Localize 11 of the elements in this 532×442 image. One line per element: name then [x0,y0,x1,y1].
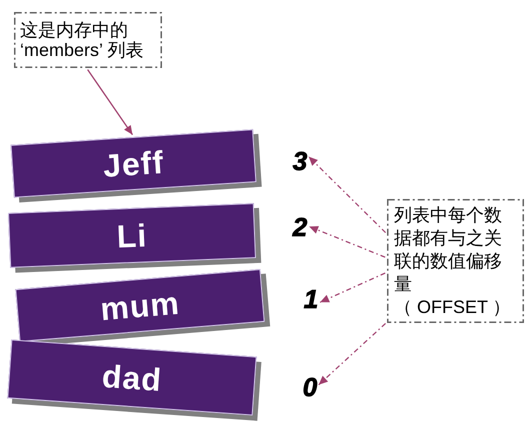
note-box: 这是内存中的 ‘members’ 列表 [14,12,162,68]
note-box: 列表中每个数据都有与之关联的数值偏移量（ OFFSET ） [387,199,524,323]
arrow [87,69,134,136]
offset-number: 3 [292,148,308,174]
arrow [308,226,386,258]
offset-number: 1 [304,286,318,312]
arrow [308,156,386,234]
offset-number: 0 [302,374,318,400]
offset-number: 2 [292,214,308,240]
arrow [318,323,386,386]
arrow [320,272,386,303]
